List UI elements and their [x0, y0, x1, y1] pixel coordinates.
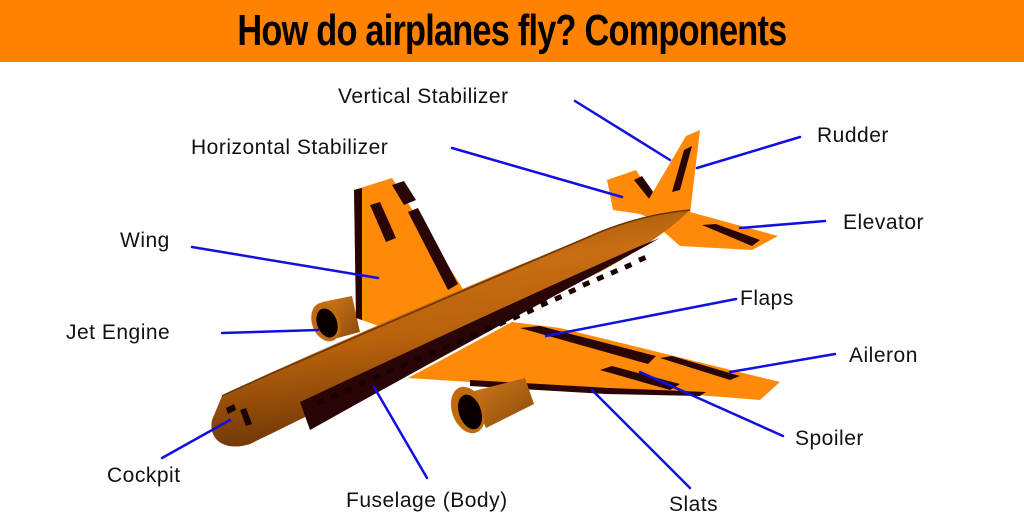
label-rudder: Rudder — [817, 124, 889, 147]
leader-elevator — [738, 219, 827, 230]
label-flaps: Flaps — [740, 287, 794, 310]
leader-wing — [190, 245, 380, 280]
label-vertical-stabilizer: Vertical Stabilizer — [338, 85, 509, 108]
leader-slats — [590, 388, 692, 490]
leader-flaps — [544, 297, 738, 338]
far-jet-engine — [311, 296, 360, 342]
leader-fuselage — [372, 385, 429, 480]
cockpit-windows — [226, 404, 252, 426]
page-title: How do airplanes fly? Components — [237, 6, 788, 55]
fuselage — [211, 209, 691, 447]
leader-vertical-stabilizer — [573, 99, 672, 162]
leader-rudder — [695, 135, 802, 170]
windows — [316, 255, 647, 406]
leader-cockpit — [160, 418, 232, 460]
label-horizontal-stabilizer: Horizontal Stabilizer — [191, 136, 389, 159]
label-elevator: Elevator — [843, 211, 925, 234]
leader-horizontal-stabilizer — [450, 146, 624, 199]
leader-lines — [160, 99, 837, 490]
leader-jet-engine — [220, 328, 320, 335]
label-slats: Slats — [669, 493, 719, 516]
label-spoiler: Spoiler — [795, 427, 864, 450]
label-wing: Wing — [120, 229, 170, 252]
tail — [607, 130, 778, 250]
title-banner: How do airplanes fly? Components — [0, 0, 1024, 62]
label-fuselage: Fuselage (Body) — [346, 489, 508, 512]
label-jet-engine: Jet Engine — [66, 321, 171, 344]
leader-aileron — [728, 352, 837, 374]
leader-spoiler — [638, 370, 785, 438]
near-jet-engine — [450, 378, 534, 434]
label-aileron: Aileron — [849, 344, 918, 367]
label-cockpit: Cockpit — [107, 464, 181, 487]
far-wing — [354, 178, 470, 330]
